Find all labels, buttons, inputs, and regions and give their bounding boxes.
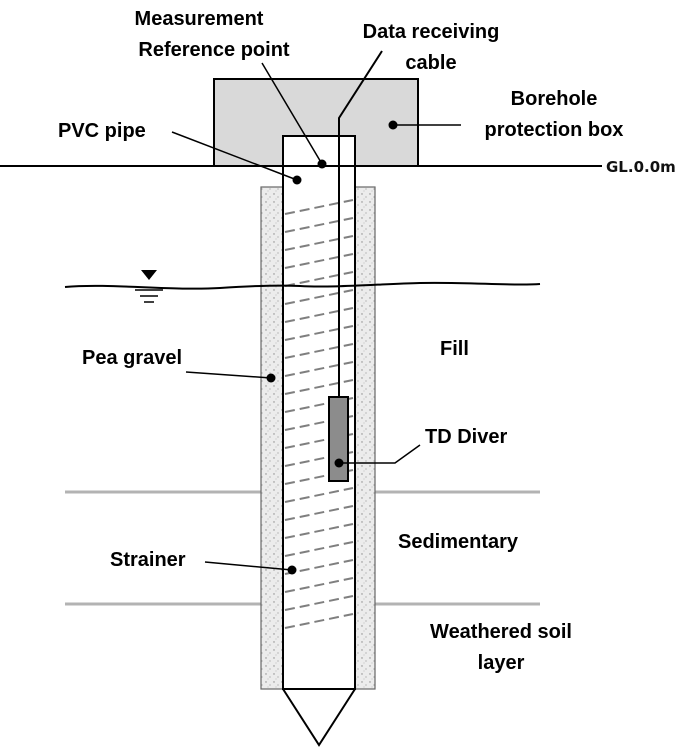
leader-pvc-pipe (171, 131, 298, 181)
label-measurement-line1: Measurement (135, 8, 264, 30)
label-measurement-line2: Reference point (138, 39, 289, 61)
strainer-slot (284, 379, 354, 395)
strainer-slot (284, 577, 354, 593)
strainer-slot (284, 217, 354, 233)
water-table-symbol (141, 270, 157, 280)
label-fill: Fill (440, 338, 469, 360)
label-data-cable-line1: Data receiving (363, 21, 500, 43)
strainer-slot (284, 487, 354, 503)
pea-gravel-left (260, 186, 284, 690)
label-sedimentary: Sedimentary (398, 531, 519, 553)
label-pvc-pipe: PVC pipe (58, 120, 146, 142)
leader-strainer (204, 561, 293, 571)
strainer-slot (284, 289, 354, 305)
strainer-slot (284, 523, 354, 539)
strainer-slot (284, 469, 354, 485)
strainer-slot (284, 343, 354, 359)
dot-strainer (287, 565, 297, 575)
pea-gravel-right (354, 186, 376, 690)
strainer-slot (284, 559, 354, 575)
dot-pvc-pipe (292, 175, 302, 185)
pipe-cone-tip (282, 688, 356, 747)
strainer-slot (284, 505, 354, 521)
strainer-slot (284, 307, 354, 323)
strainer-slot (284, 361, 354, 377)
strainer-slot (284, 199, 354, 215)
leader-td-diver (339, 444, 421, 464)
strainer-slot (284, 451, 354, 467)
dot-pea-gravel (266, 373, 276, 383)
label-data-cable-line2: cable (405, 52, 456, 74)
strainer-slot (284, 235, 354, 251)
strainer-slot (284, 325, 354, 341)
dot-borehole-box (388, 120, 398, 130)
strainer-slot (284, 253, 354, 269)
label-weathered-line1: Weathered soil (430, 621, 572, 643)
label-pea-gravel: Pea gravel (82, 347, 182, 369)
dot-measurement-ref (317, 159, 327, 169)
data-receiving-cable (338, 50, 383, 397)
strainer-slots (284, 199, 354, 629)
strainer-slot (284, 541, 354, 557)
label-weathered-line2: layer (478, 652, 525, 674)
strainer-slot (284, 397, 354, 413)
strainer-slot (284, 271, 354, 287)
strainer-slot (284, 433, 354, 449)
td-diver-sensor (328, 396, 349, 482)
label-td-diver: TD Diver (425, 426, 507, 448)
water-table-line (64, 281, 541, 290)
strainer-slot (284, 415, 354, 431)
leader-measurement-ref (261, 62, 323, 165)
label-borehole-line1: Borehole (511, 88, 598, 110)
label-borehole-line2: protection box (485, 119, 624, 141)
dot-td-diver (334, 458, 344, 468)
strainer-slot (284, 613, 354, 629)
label-strainer: Strainer (110, 549, 186, 571)
leader-pea-gravel (185, 371, 272, 379)
label-ground-level: GL.0.0m (606, 158, 676, 176)
strainer-slot (284, 595, 354, 611)
